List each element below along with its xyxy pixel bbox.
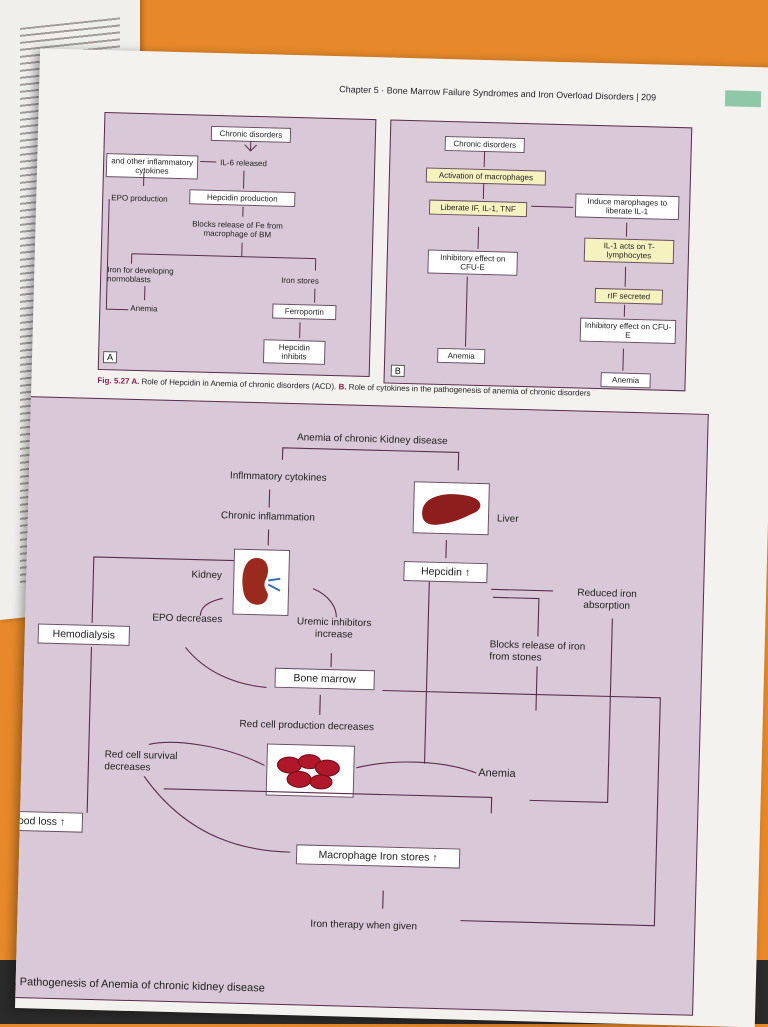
caption-ab-text-a: Role of Hepcidin in Anemia of chronic di…: [139, 377, 338, 391]
b-arrow-3: [531, 206, 573, 207]
panel-a: Chronic disorders and other inflammatory…: [98, 112, 377, 377]
c-arrow-18: [356, 761, 476, 773]
c-arrow-10: [530, 616, 613, 802]
c-arrow-7: [312, 589, 337, 618]
c-arrow-19: [142, 776, 292, 852]
c-arrow-15: [320, 695, 321, 715]
b-arrow-4: [478, 227, 479, 249]
c-arrow-6: [200, 598, 222, 617]
a-arrows: [99, 113, 376, 376]
b-arrow-8: [623, 349, 624, 371]
c-arrow-14: [536, 667, 537, 711]
c-arrow-5: [92, 557, 234, 627]
b-arrow-9: [465, 277, 467, 347]
a-arrow-1: [245, 141, 257, 151]
c-arrows: [15, 396, 708, 1014]
c-arrow-9: [492, 597, 539, 636]
b-arrow-6: [625, 267, 626, 287]
c-arrow-17: [148, 742, 264, 766]
a-arrow-6: [131, 240, 316, 271]
c-arrow-20: [163, 789, 491, 814]
c-arrow-16: [376, 690, 660, 925]
panel-b: Chronic disorders Activation of macropha…: [383, 120, 692, 392]
panel-c: Anemia of chronic Kidney disease Inflmma…: [15, 395, 709, 1015]
c-arrow-13: [185, 647, 268, 687]
c-arrow-21: [87, 647, 91, 813]
book-page: Chapter 5 · Bone Marrow Failure Syndrome…: [15, 48, 768, 1027]
a-arrow-10: [106, 199, 131, 310]
running-header: Chapter 5 · Bone Marrow Failure Syndrome…: [339, 84, 656, 102]
c-arrow-11: [425, 582, 430, 764]
b-arrows: [384, 121, 691, 391]
caption-ab-prefix: Fig. 5.27 A.: [97, 376, 139, 386]
c-arrow-8: [491, 589, 553, 591]
header-color-block: [725, 90, 761, 107]
c-arrow-1: [282, 448, 458, 471]
